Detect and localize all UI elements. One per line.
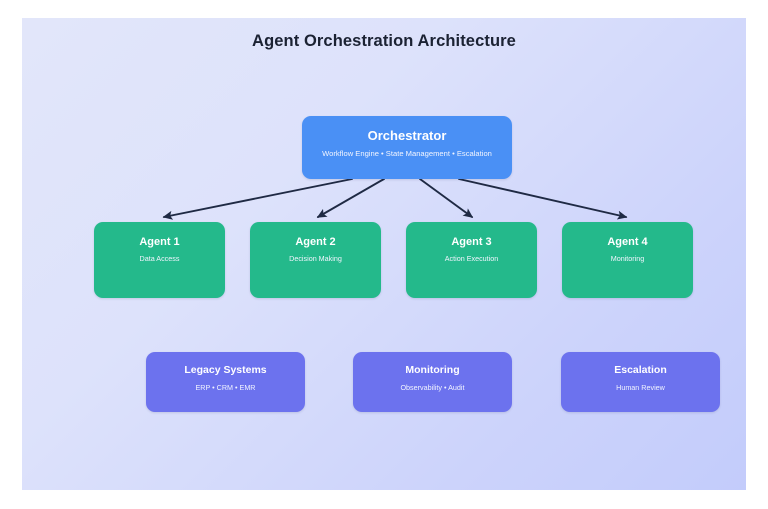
node-escalation[interactable]: Escalation Human Review — [561, 352, 720, 412]
page-title: Agent Orchestration Architecture — [252, 32, 516, 50]
node-monitoring-title: Monitoring — [405, 364, 460, 376]
node-monitoring-subtitle: Observability • Audit — [400, 382, 465, 392]
node-agent-4[interactable]: Agent 4 Monitoring — [562, 222, 693, 298]
node-orchestrator[interactable]: Orchestrator Workflow Engine • State Man… — [302, 116, 512, 179]
node-escalation-subtitle: Human Review — [616, 382, 665, 392]
connector-orchestrator-to-agent-4 — [458, 178, 628, 220]
node-agent-1-title: Agent 1 — [139, 236, 180, 248]
connector-orchestrator-to-agent-1 — [162, 178, 353, 220]
node-agent-3-title: Agent 3 — [451, 236, 492, 248]
node-monitoring[interactable]: Monitoring Observability • Audit — [353, 352, 512, 412]
node-agent-3[interactable]: Agent 3 Action Execution — [406, 222, 537, 298]
connector-orchestrator-to-agent-2 — [316, 178, 385, 218]
node-legacy-systems[interactable]: Legacy Systems ERP • CRM • EMR — [146, 352, 305, 412]
node-agent-2-subtitle: Decision Making — [289, 254, 342, 264]
connector-orchestrator-to-agent-3 — [419, 178, 474, 218]
node-legacy-systems-title: Legacy Systems — [184, 364, 267, 376]
node-agent-3-subtitle: Action Execution — [444, 254, 499, 264]
node-agent-4-subtitle: Monitoring — [610, 254, 645, 264]
node-orchestrator-title: Orchestrator — [367, 128, 447, 143]
node-orchestrator-subtitle: Workflow Engine • State Management • Esc… — [322, 149, 492, 159]
node-agent-1-subtitle: Data Access — [139, 254, 180, 264]
diagram-canvas: Agent Orchestration Architecture Orchest… — [22, 18, 746, 490]
node-agent-1[interactable]: Agent 1 Data Access — [94, 222, 225, 298]
node-escalation-title: Escalation — [614, 364, 667, 376]
node-agent-4-title: Agent 4 — [607, 236, 648, 248]
node-legacy-systems-subtitle: ERP • CRM • EMR — [195, 382, 256, 392]
node-agent-2-title: Agent 2 — [295, 236, 336, 248]
node-agent-2[interactable]: Agent 2 Decision Making — [250, 222, 381, 298]
